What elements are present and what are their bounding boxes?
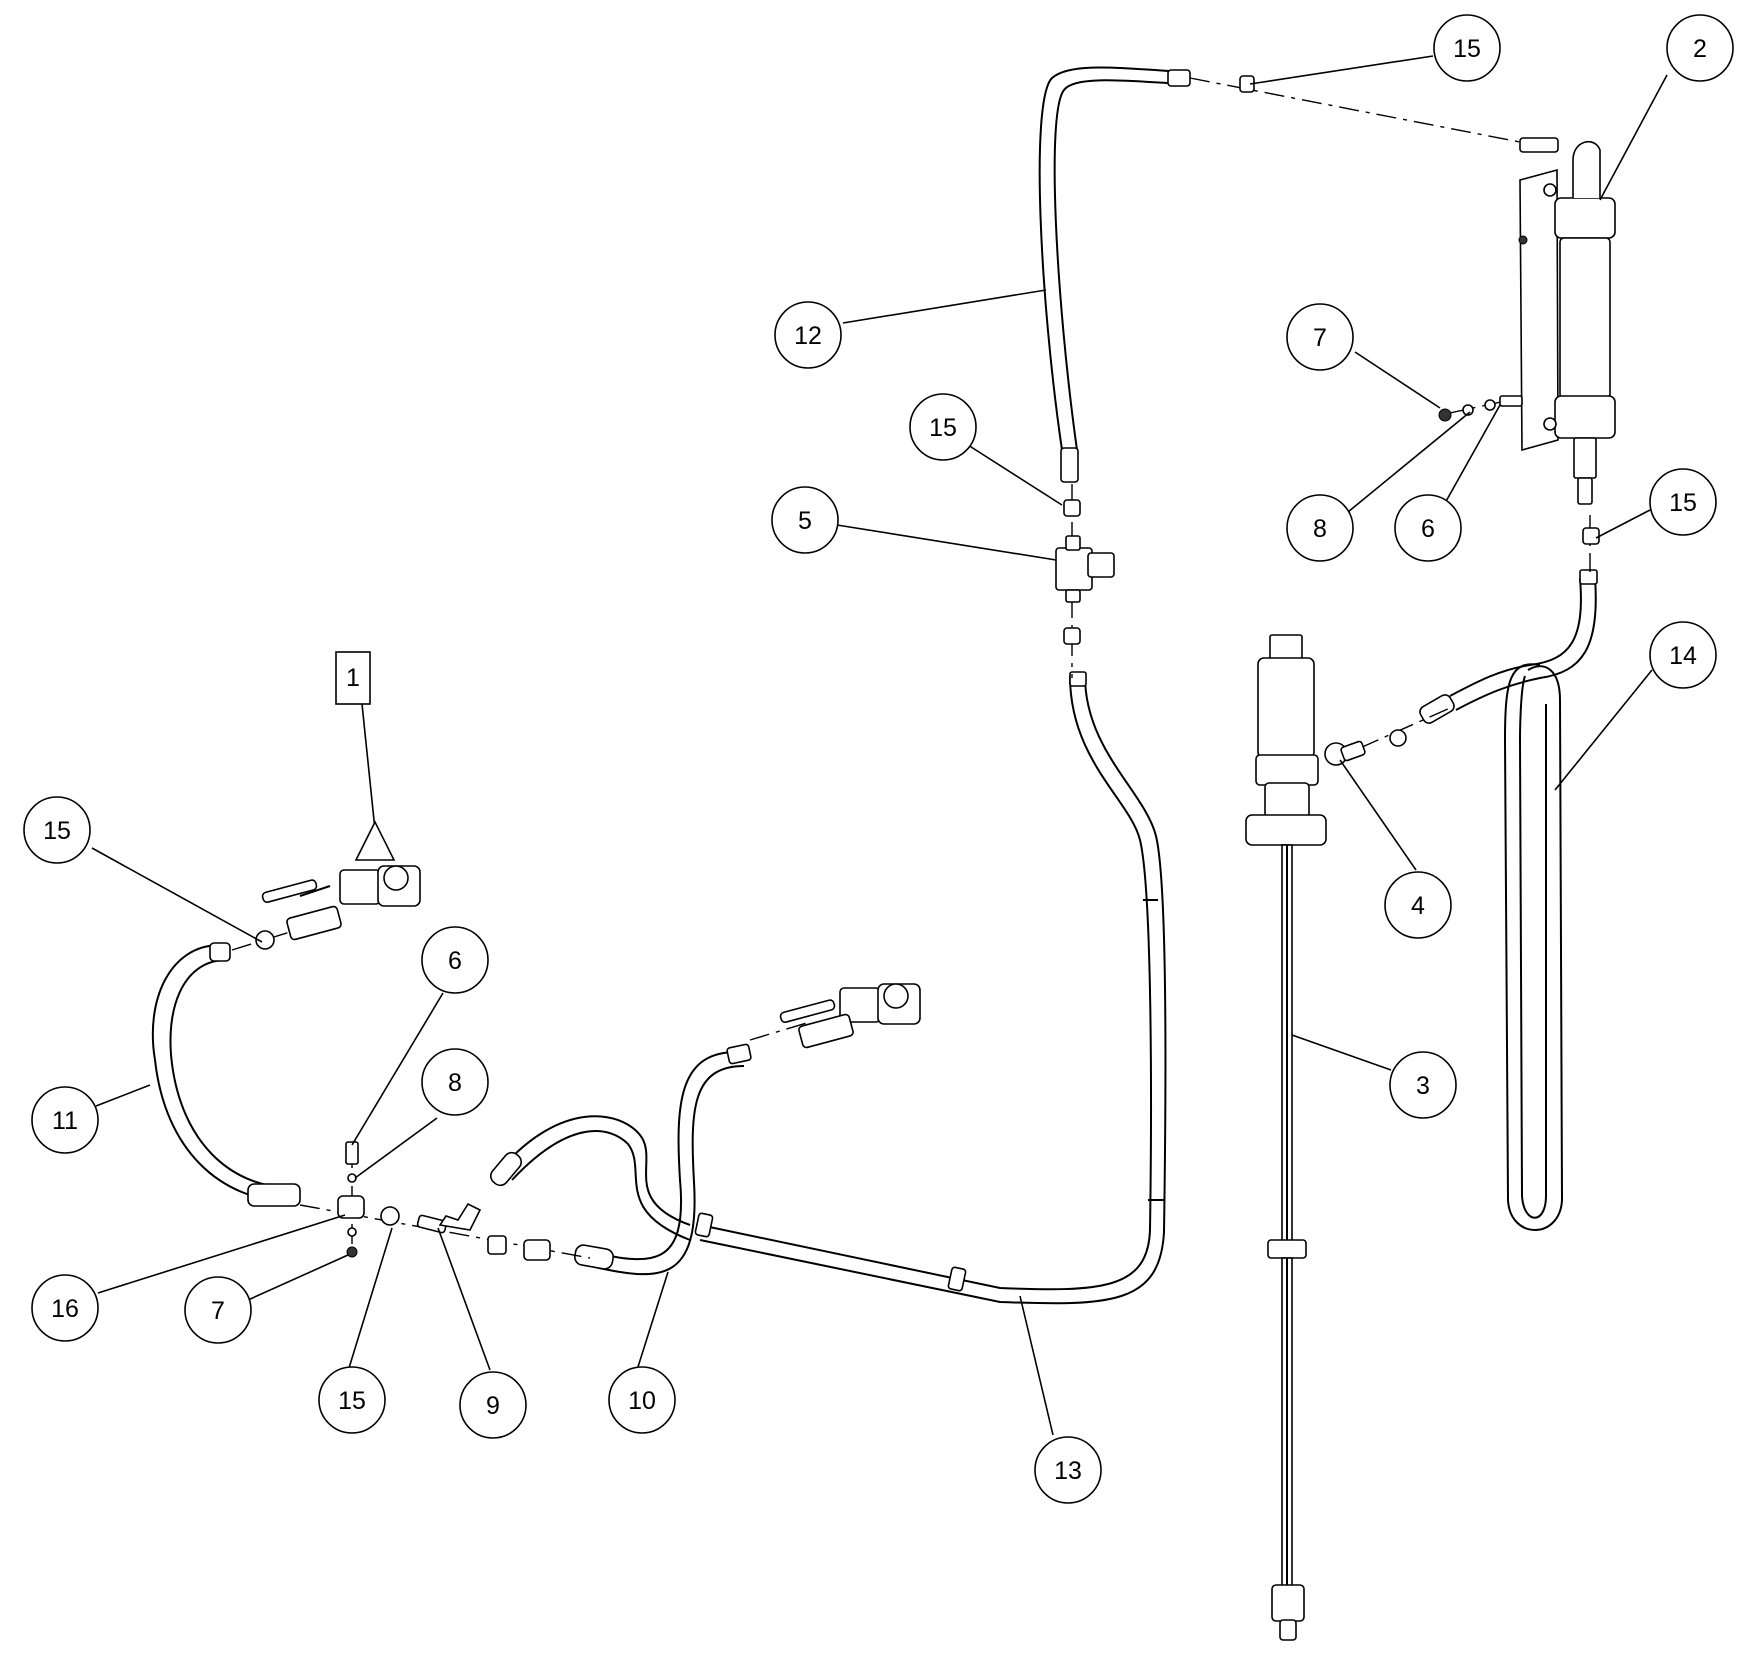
callout-number: 16 <box>51 1295 79 1323</box>
callout-c15-left: 15 <box>23 796 91 864</box>
fitting-4 <box>1324 740 1366 766</box>
callout-c15-right: 15 <box>1649 468 1717 536</box>
callout-number: 7 <box>1313 324 1327 352</box>
callout-number: 3 <box>1416 1072 1430 1100</box>
callout-c9: 9 <box>459 1371 527 1439</box>
callout-number: 2 <box>1693 35 1707 63</box>
callout-number: 12 <box>794 322 822 350</box>
hose-13 <box>694 671 1167 1305</box>
callout-number: 5 <box>798 507 812 535</box>
clamps-15 <box>255 75 1600 1226</box>
pump-3 <box>1245 634 1327 1641</box>
callout-circle <box>1384 871 1452 939</box>
callout-c7-right: 7 <box>1286 303 1354 371</box>
callout-circle <box>1394 494 1462 562</box>
callout-circle <box>459 1371 527 1439</box>
hose-10 <box>490 1043 752 1276</box>
callout-number: 14 <box>1669 642 1697 670</box>
callout-circle <box>771 486 839 554</box>
callout-c3: 3 <box>1389 1051 1457 1119</box>
valve-5 <box>1055 535 1115 603</box>
callout-circle <box>608 1366 676 1434</box>
callout-number: 11 <box>52 1107 78 1135</box>
callout-c13: 13 <box>1034 1436 1102 1504</box>
callout-number: 13 <box>1054 1457 1082 1485</box>
callout-c14: 14 <box>1649 621 1717 689</box>
callout-number: 4 <box>1411 892 1425 920</box>
callout-circle <box>909 393 977 461</box>
uv-column-assembly <box>1518 137 1616 505</box>
callout-c11: 11 <box>31 1086 99 1154</box>
callout-c15-top: 15 <box>1433 14 1501 82</box>
callout-c6-left: 6 <box>421 926 489 994</box>
callout-number: 6 <box>448 947 462 975</box>
callout-circle <box>1286 494 1354 562</box>
part-flag-1: 1 <box>335 651 396 861</box>
callout-c15-bottom: 15 <box>318 1366 386 1434</box>
callout-c6-right: 6 <box>1394 494 1462 562</box>
hose-14 <box>1419 569 1598 1231</box>
hose-12 <box>1038 66 1191 483</box>
fasteners-right <box>1438 395 1523 422</box>
callout-circle <box>1286 303 1354 371</box>
flag-label: 1 <box>346 664 360 692</box>
callout-circle <box>1433 14 1501 82</box>
callout-number: 15 <box>338 1387 366 1415</box>
callout-c4: 4 <box>1384 871 1452 939</box>
callout-circle <box>421 926 489 994</box>
callout-circle <box>318 1366 386 1434</box>
callout-c8-left: 8 <box>421 1048 489 1116</box>
callout-circle <box>774 301 842 369</box>
callout-circle <box>1649 621 1717 689</box>
callout-circle <box>31 1274 99 1342</box>
callouts: 15 2 12 7 15 5 8 6 15 14 4 15 6 8 11 3 16 7 15 9 10 13 <box>23 14 1734 1504</box>
callout-circle <box>1649 468 1717 536</box>
callout-number: 15 <box>929 414 957 442</box>
callout-number: 15 <box>43 817 71 845</box>
ball-valve-middle <box>779 983 921 1049</box>
callout-circle <box>184 1276 252 1344</box>
callout-number: 15 <box>1453 35 1481 63</box>
callout-number: 8 <box>448 1069 462 1097</box>
callout-circle <box>31 1086 99 1154</box>
callout-number: 9 <box>486 1392 500 1420</box>
callout-number: 10 <box>628 1387 656 1415</box>
callout-number: 8 <box>1313 515 1327 543</box>
callout-c8-right: 8 <box>1286 494 1354 562</box>
callout-number: 15 <box>1669 489 1697 517</box>
leader-lines <box>91 55 1668 1436</box>
callout-number: 6 <box>1421 515 1435 543</box>
hose-11 <box>151 942 301 1207</box>
callout-circle <box>23 796 91 864</box>
fitting-16-9 <box>337 1141 551 1261</box>
callout-c5: 5 <box>771 486 839 554</box>
callout-circle <box>1389 1051 1457 1119</box>
ball-valve-1 <box>261 865 421 941</box>
callout-c10: 10 <box>608 1366 676 1434</box>
callout-c2: 2 <box>1666 14 1734 82</box>
callout-c7-left: 7 <box>184 1276 252 1344</box>
callout-circle <box>421 1048 489 1116</box>
callout-circle <box>1666 14 1734 82</box>
callout-c12: 12 <box>774 301 842 369</box>
callout-c16: 16 <box>31 1274 99 1342</box>
callout-number: 7 <box>211 1297 225 1325</box>
callout-c15-mid: 15 <box>909 393 977 461</box>
callout-circle <box>1034 1436 1102 1504</box>
